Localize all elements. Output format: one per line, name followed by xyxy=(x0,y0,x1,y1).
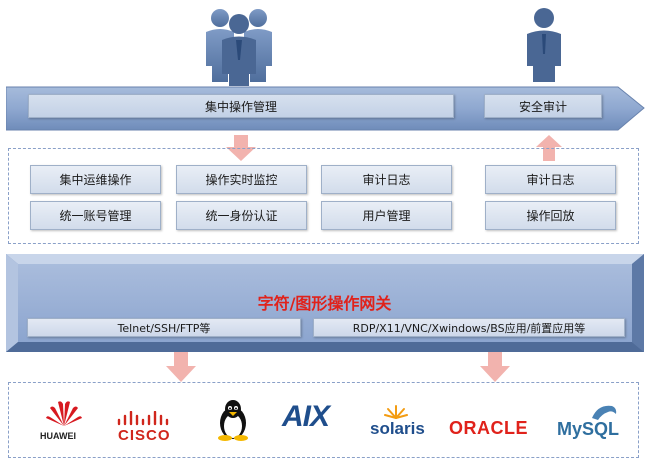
down-arrow-left xyxy=(166,352,196,382)
linux-tux-icon xyxy=(218,400,248,441)
solaris-sun-icon xyxy=(384,405,408,419)
graphic-protocols-label: RDP/X11/VNC/Xwindows/BS应用/前置应用等 xyxy=(313,318,625,337)
gateway-title: 字符/图形操作网关 xyxy=(257,294,392,313)
solaris-logo-text: solaris xyxy=(370,419,425,438)
oracle-logo-text: ORACLE xyxy=(449,418,528,438)
security-audit-label: 安全审计 xyxy=(484,94,602,118)
cisco-logo-text: CISCO xyxy=(118,427,171,444)
mysql-dolphin-icon xyxy=(592,405,617,420)
huawei-logo-icon xyxy=(46,401,82,426)
realtime-monitor-box: 操作实时监控 xyxy=(176,165,307,194)
systems-panel xyxy=(8,382,639,458)
down-arrow-right xyxy=(480,352,510,382)
unified-auth-box: 统一身份认证 xyxy=(176,201,307,230)
aix-logo-text: AIX xyxy=(282,400,330,433)
char-protocols-label: Telnet/SSH/FTP等 xyxy=(27,318,301,337)
cisco-bars-icon xyxy=(117,411,169,426)
central-ops-box: 集中运维操作 xyxy=(30,165,161,194)
mysql-logo-text: MySQL xyxy=(557,419,620,439)
auditor-user-icon xyxy=(527,8,561,82)
ops-functions-panel xyxy=(8,148,639,244)
audit-log-box-right: 审计日志 xyxy=(485,165,616,194)
central-ops-management-label: 集中操作管理 xyxy=(28,94,454,118)
user-group-icon xyxy=(206,9,272,86)
operation-replay-box: 操作回放 xyxy=(485,201,616,230)
huawei-logo-text: HUAWEI xyxy=(40,431,76,441)
user-management-box: 用户管理 xyxy=(321,201,452,230)
audit-log-box: 审计日志 xyxy=(321,165,452,194)
unified-account-box: 统一账号管理 xyxy=(30,201,161,230)
